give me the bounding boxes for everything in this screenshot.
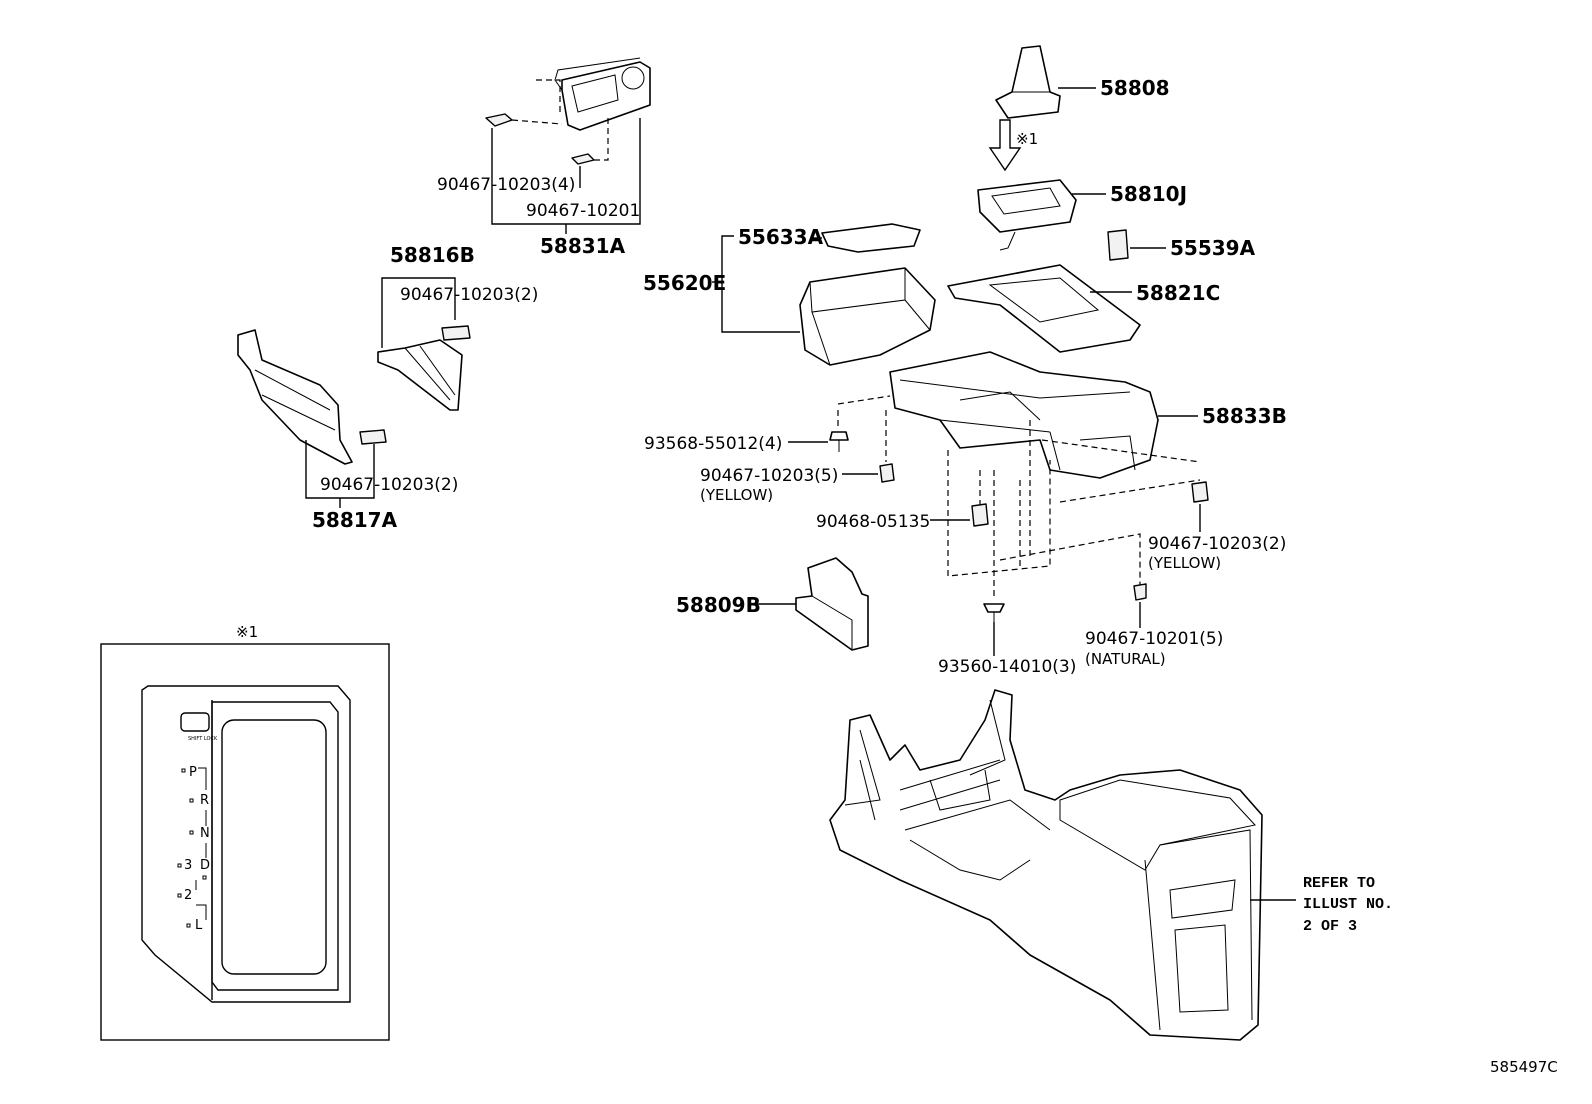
- label-90467-10203-4: 90467-10203(4): [437, 175, 575, 195]
- bolt-93568-drawing: [829, 431, 849, 452]
- label-90467-10203-2-c: 90467-10203(2): [1148, 534, 1286, 554]
- label-90467-10203-5: 90467-10203(5): [700, 466, 838, 486]
- label-55620E: 55620E: [643, 271, 726, 295]
- label-58816B: 58816B: [390, 243, 475, 267]
- gear-L: L: [195, 918, 203, 933]
- label-58821C: 58821C: [1136, 281, 1220, 305]
- shift-lock-label: SHIFT LOCK: [188, 736, 218, 742]
- gear-2: 2: [184, 888, 192, 903]
- diagram-code: 585497C: [1490, 1058, 1558, 1076]
- inset-frame: [100, 643, 390, 1041]
- boot-58808-drawing: [995, 45, 1061, 119]
- note-natural: (NATURAL): [1085, 650, 1166, 668]
- label-90467-10203-2-b: 90467-10203(2): [320, 475, 458, 495]
- console-assembly-drawing: [829, 689, 1263, 1041]
- cover-58809B-drawing: [795, 557, 869, 651]
- refer-line-2: ILLUST NO.: [1303, 896, 1393, 913]
- panel-58831A-drawing: [485, 57, 651, 165]
- note-yellow-2: (YELLOW): [1148, 554, 1221, 572]
- refer-line-1: REFER TO: [1303, 875, 1375, 892]
- label-90467-10201-5: 90467-10201(5): [1085, 629, 1223, 649]
- refer-line-3: 2 OF 3: [1303, 918, 1357, 935]
- note-mark-1: ※1: [1016, 130, 1038, 148]
- label-58817A: 58817A: [312, 508, 398, 532]
- panel-58821C-drawing: [947, 264, 1141, 353]
- label-93568-55012-4: 93568-55012(4): [644, 434, 782, 454]
- gear-D: D: [200, 858, 210, 873]
- clip-90467-10203-2-yellow-drawing: [1191, 481, 1209, 503]
- label-58833B: 58833B: [1202, 404, 1287, 428]
- indicator-face-drawing: [141, 685, 351, 1003]
- gear-3: 3: [184, 858, 192, 873]
- panel-58816B-drawing: [377, 325, 471, 411]
- arrow-note-1: [988, 119, 1022, 172]
- label-93560-14010-3: 93560-14010(3): [938, 657, 1076, 677]
- lid-55633A-drawing: [821, 223, 921, 253]
- bracket-58833B-drawing: [889, 351, 1159, 479]
- gear-R: R: [200, 793, 209, 808]
- label-58808: 58808: [1100, 76, 1170, 100]
- gear-P: P: [189, 765, 197, 780]
- inset-title: ※1: [236, 623, 258, 641]
- clip-90467-10203-5-drawing: [879, 463, 895, 483]
- label-90468-05135: 90468-05135: [816, 512, 930, 532]
- screw-93560-drawing: [983, 603, 1005, 622]
- clip-90467-10201-5-drawing: [1133, 583, 1147, 601]
- label-90467-10203-2-a: 90467-10203(2): [400, 285, 538, 305]
- gear-labels: P R N D 3 2 L: [177, 765, 210, 933]
- indicator-58810J-drawing: [977, 179, 1077, 251]
- label-58831A: 58831A: [540, 234, 626, 258]
- label-55539A: 55539A: [1170, 236, 1256, 260]
- label-55633A: 55633A: [738, 225, 824, 249]
- panel-58817A-drawing: [237, 329, 387, 465]
- switch-55539A-drawing: [1107, 229, 1129, 261]
- note-yellow-1: (YELLOW): [700, 486, 773, 504]
- gear-N: N: [200, 826, 210, 841]
- label-58810J: 58810J: [1110, 182, 1187, 206]
- label-90467-10201: 90467-10201: [526, 201, 640, 221]
- label-58809B: 58809B: [676, 593, 761, 617]
- clip-90468-05135-drawing: [971, 503, 989, 527]
- box-55620E-drawing: [799, 267, 936, 366]
